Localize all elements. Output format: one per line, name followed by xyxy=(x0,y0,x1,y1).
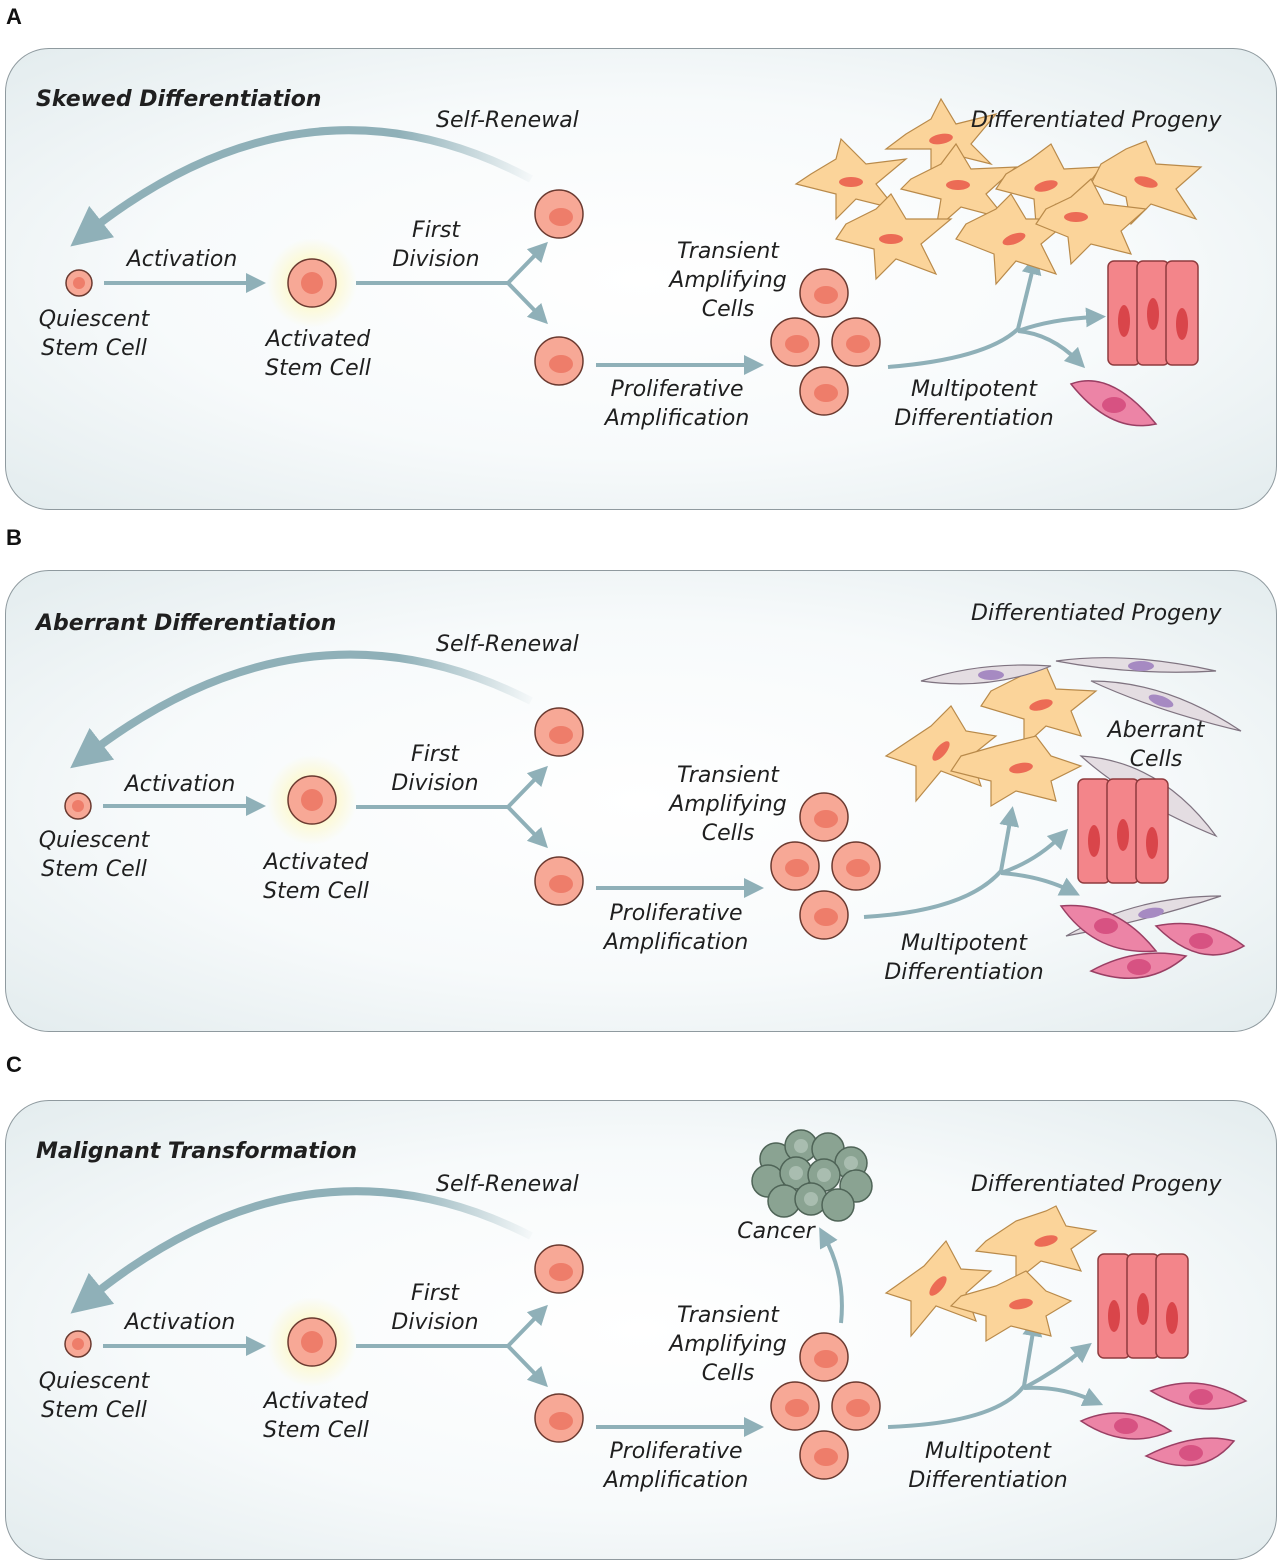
fusiform-nuclei xyxy=(1114,1389,1213,1461)
multipotent-arrow xyxy=(887,1316,1043,1429)
activated-stem-cell xyxy=(267,755,357,845)
cancer-label: Cancer xyxy=(737,1219,815,1244)
quiescent-stem-cell xyxy=(64,792,92,820)
self-renewal-arrow xyxy=(70,1187,533,1314)
daughter-cell-upper xyxy=(534,707,584,757)
daughter-cell-upper xyxy=(534,189,584,239)
activation-label: Activation xyxy=(124,772,236,797)
cancer-nuclei xyxy=(789,1139,858,1206)
daughter-cell-lower xyxy=(534,336,584,386)
panel-a: Skewed Differentiation Self-Renewal Acti… xyxy=(5,48,1277,510)
progeny-label: Differentiated Progeny xyxy=(971,1172,1222,1197)
activated-stem-cell xyxy=(267,1297,357,1387)
multipotent-arrow xyxy=(863,806,1020,919)
panel-b-graphics xyxy=(64,650,1246,980)
panel-title: Malignant Transformation xyxy=(36,1139,358,1164)
transient-amplifying-cells xyxy=(770,1332,881,1480)
fusiform-cell xyxy=(1069,380,1158,427)
multipotent-arrow-lower xyxy=(1023,1385,1104,1406)
activation-label: Activation xyxy=(126,247,238,272)
quiescent-stem-cell xyxy=(64,1330,92,1358)
multipotent-arrow-lower xyxy=(1017,329,1086,369)
fusiform-nuclei xyxy=(1094,918,1213,975)
daughter-cell-lower xyxy=(534,1393,584,1443)
panel-title: Skewed Differentiation xyxy=(36,87,322,112)
panel-c-graphics xyxy=(64,1129,1248,1480)
fusiform-cells xyxy=(1079,1382,1248,1467)
multipotent-arrow xyxy=(887,254,1042,369)
cancer-cluster xyxy=(751,1129,873,1222)
self-renewal-arrow xyxy=(70,126,533,247)
cancer-arrow xyxy=(819,1227,844,1324)
first-division-arrow-lower xyxy=(506,281,548,325)
panel-c: Malignant Transformation Self-Renewal Ac… xyxy=(5,1100,1277,1560)
panel-c-letter: C xyxy=(6,1052,22,1077)
columnar-nuclei xyxy=(1108,1293,1178,1334)
progeny-label: Differentiated Progeny xyxy=(971,108,1222,133)
quiescent-stem-cell xyxy=(65,269,93,297)
multipotent-arrow-right xyxy=(1000,828,1069,875)
multipotent-arrow-lower xyxy=(1000,871,1080,896)
stellate-nuclei xyxy=(839,133,1158,246)
stellate-cells xyxy=(884,665,1098,808)
panel-b-letter: B xyxy=(6,525,22,550)
transient-amplifying-cells xyxy=(770,792,881,940)
multipotent-arrow-right xyxy=(1023,1342,1092,1390)
stellate-nuclei xyxy=(932,699,1053,774)
columnar-nuclei xyxy=(1118,298,1188,340)
activation-label: Activation xyxy=(124,1310,236,1335)
daughter-cell-lower xyxy=(534,856,584,906)
progeny-label: Differentiated Progeny xyxy=(971,601,1222,626)
self-renewal-label: Self-Renewal xyxy=(436,632,579,657)
multipotent-arrow-right xyxy=(1017,307,1106,333)
panel-a-graphics xyxy=(65,97,1203,427)
panel-title: Aberrant Differentiation xyxy=(36,611,337,636)
transient-amplifying-cells xyxy=(770,268,881,416)
stellate-nuclei xyxy=(929,1235,1058,1310)
panel-b: Aberrant Differentiation Self-Renewal Ac… xyxy=(5,570,1277,1032)
self-renewal-label: Self-Renewal xyxy=(436,108,579,133)
self-renewal-label: Self-Renewal xyxy=(436,1172,579,1197)
first-division-arrow-lower xyxy=(506,1344,548,1388)
panel-a-letter: A xyxy=(6,4,22,29)
activated-stem-cell xyxy=(267,238,357,328)
columnar-nuclei xyxy=(1088,819,1158,859)
stellate-cells xyxy=(884,1205,1098,1343)
first-division-arrow-lower xyxy=(506,805,548,849)
self-renewal-arrow xyxy=(70,650,533,769)
daughter-cell-upper xyxy=(534,1244,584,1294)
